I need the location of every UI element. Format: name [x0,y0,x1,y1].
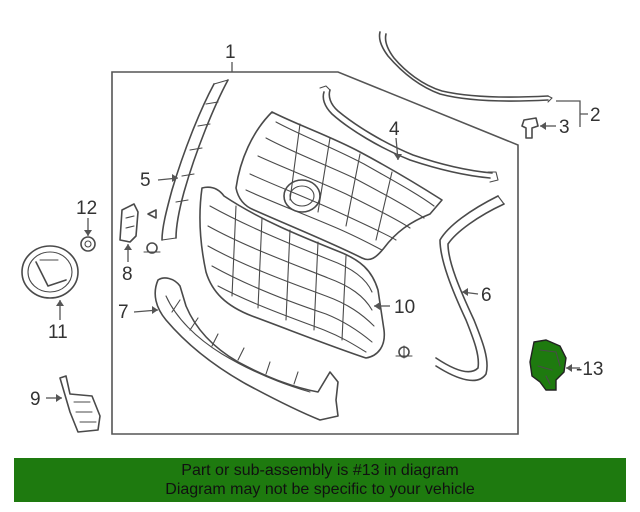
leader-2 [556,100,588,127]
callout-9: 9 [30,389,41,410]
callout-3: 3 [559,117,570,138]
upper-grille[interactable] [235,111,443,261]
banner-line-2: Diagram may not be specific to your vehi… [165,481,475,498]
callout-10: 10 [394,297,415,318]
callout-2: 2 [590,105,601,126]
banner-line-1: Part or sub-assembly is #13 in diagram [181,462,459,479]
callout-8: 8 [122,264,133,285]
callout-5: 5 [140,170,151,191]
info-banner: Part or sub-assembly is #13 in diagram D… [14,458,626,502]
part-2-molding[interactable] [378,31,553,103]
part-5-molding[interactable] [161,79,229,241]
part-10-lower-grille[interactable] [199,186,386,359]
callout-12: 12 [76,198,97,219]
part-13-bracket-highlight[interactable] [529,339,567,391]
part-8-bracket[interactable] [119,203,157,243]
part-11-emblem[interactable] [21,245,79,299]
part-12-washer[interactable] [80,236,96,252]
callout-7: 7 [118,302,129,323]
part-7-bracket[interactable] [154,277,339,421]
assembly-box [111,71,519,435]
part-3-clip[interactable] [521,117,539,139]
screw-center[interactable] [395,345,413,359]
callout-6: 6 [481,285,492,306]
callout-1: 1 [225,42,236,63]
callout-13: -13 [576,359,603,380]
screw-left[interactable] [143,242,161,254]
callout-4: 4 [389,119,400,140]
part-6-molding[interactable] [435,195,505,382]
part-9-bracket[interactable] [59,375,101,433]
part-4-molding[interactable] [319,85,499,183]
callout-11: 11 [48,322,68,343]
